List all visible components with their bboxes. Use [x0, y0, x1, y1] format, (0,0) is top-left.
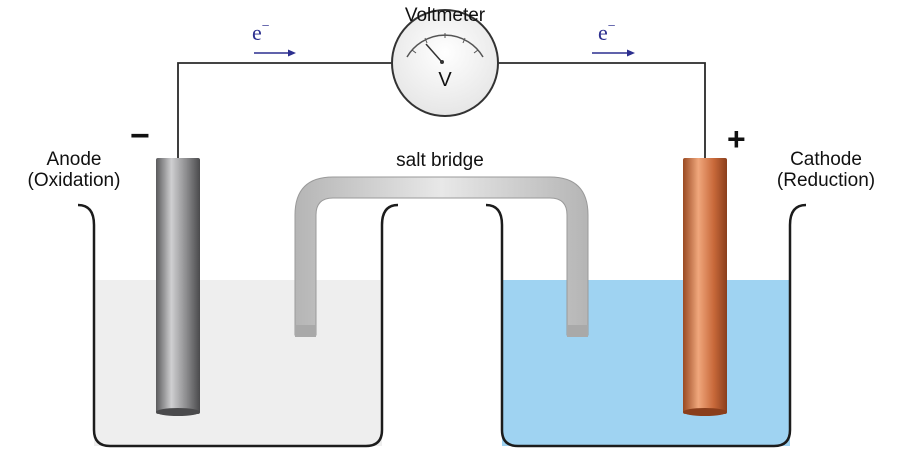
salt-bridge-right-tip	[567, 325, 588, 337]
cathode-label: Cathode (Reduction)	[752, 149, 900, 191]
voltmeter-needle	[425, 43, 442, 62]
cathode-label-line1: Cathode	[790, 149, 862, 170]
anode-electrode	[156, 158, 200, 414]
cathode-electrode-bottom	[683, 408, 727, 416]
cathode-label-line2: (Reduction)	[776, 170, 876, 191]
left-beaker	[77, 203, 399, 448]
left-electron-charge: −	[261, 18, 270, 34]
right-electron-symbol: e	[598, 20, 608, 45]
left-electron-arrowhead	[288, 49, 296, 57]
salt-bridge-label: salt bridge	[396, 150, 484, 171]
cathode-electrode	[683, 158, 727, 414]
voltmeter-pivot	[440, 60, 444, 64]
right-electron-label: e−	[598, 18, 616, 46]
left-solution	[94, 280, 382, 446]
voltmeter-title: Voltmeter	[404, 5, 486, 26]
voltmeter-body	[391, 9, 499, 117]
right-beaker	[485, 203, 807, 448]
right-electron-arrowhead	[627, 49, 635, 57]
right-wire	[498, 62, 706, 158]
salt-bridge-left-tip	[295, 325, 316, 337]
left-wire	[177, 62, 392, 158]
anode-label-line1: Anode	[46, 149, 102, 170]
anode-label-line2: (Oxidation)	[27, 170, 121, 191]
left-electron-symbol: e	[252, 20, 262, 45]
cathode-sign: +	[727, 121, 746, 157]
left-electron-label: e−	[252, 18, 270, 46]
anode-electrode-bottom	[156, 408, 200, 416]
anode-label: Anode (Oxidation)	[0, 149, 148, 191]
voltmeter-symbol: V	[438, 69, 452, 91]
right-solution	[502, 280, 790, 446]
anode-sign: −	[130, 117, 150, 155]
voltmeter-ticks	[411, 33, 479, 54]
right-electron-charge: −	[607, 18, 616, 34]
